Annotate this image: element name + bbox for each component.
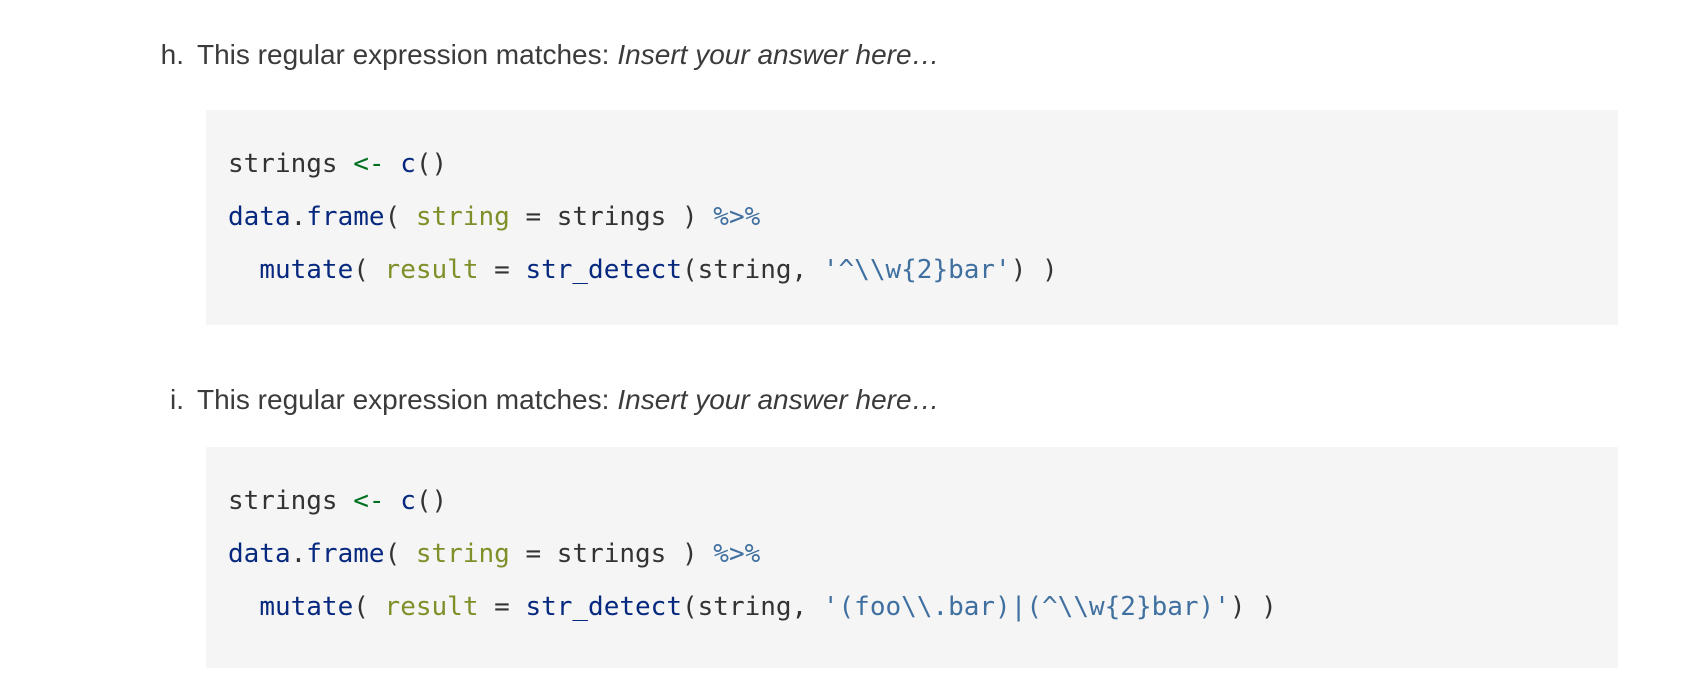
question-item-h: h. This regular expression matches:Inser… bbox=[140, 38, 940, 72]
code-token bbox=[228, 255, 259, 285]
code-token: %>% bbox=[713, 539, 761, 569]
question-item-i: i. This regular expression matches:Inser… bbox=[140, 383, 940, 417]
code-token bbox=[385, 149, 401, 179]
code-token: = bbox=[478, 255, 526, 285]
code-token: strings bbox=[228, 149, 354, 179]
code-token: . bbox=[290, 539, 307, 569]
code-token: ( bbox=[353, 255, 385, 285]
list-marker-i: i. bbox=[170, 384, 184, 415]
code-token: c bbox=[400, 486, 416, 516]
code-token: () bbox=[415, 149, 448, 179]
code-token: '(foo\\.bar)|(^\\w{2}bar)' bbox=[822, 592, 1230, 622]
code-token: frame bbox=[306, 539, 385, 569]
code-token: c bbox=[400, 149, 416, 179]
code-block-i: strings <- c()data.frame( string = strin… bbox=[206, 447, 1618, 668]
code-token: ) ) bbox=[1010, 255, 1058, 285]
answer-placeholder: Insert your answer here… bbox=[617, 39, 940, 70]
answer-placeholder: Insert your answer here… bbox=[617, 384, 940, 415]
code-token: %>% bbox=[713, 202, 761, 232]
code-token: strings bbox=[228, 486, 354, 516]
code-token: = strings ) bbox=[509, 539, 714, 569]
code-token: string bbox=[415, 539, 510, 569]
code-token: <- bbox=[353, 149, 385, 179]
code-token: (string, bbox=[681, 255, 823, 285]
code-token: <- bbox=[353, 486, 385, 516]
code-line: mutate( result = str_detect(string, '^\\… bbox=[228, 244, 1596, 297]
code-token: result bbox=[384, 592, 479, 622]
code-line: mutate( result = str_detect(string, '(fo… bbox=[228, 581, 1596, 634]
question-prompt-text: This regular expression matches: bbox=[197, 384, 610, 415]
code-token: (string, bbox=[681, 592, 823, 622]
code-line: strings <- c() bbox=[228, 475, 1596, 528]
code-token: ( bbox=[384, 539, 416, 569]
code-token: frame bbox=[306, 202, 385, 232]
code-token: data bbox=[228, 202, 291, 232]
code-token: result bbox=[384, 255, 479, 285]
list-marker-h: h. bbox=[160, 39, 184, 70]
code-token bbox=[385, 486, 401, 516]
code-token: ) ) bbox=[1229, 592, 1277, 622]
code-token: = strings ) bbox=[509, 202, 714, 232]
code-token: = bbox=[478, 592, 526, 622]
code-token: ( bbox=[384, 202, 416, 232]
code-token: string bbox=[415, 202, 510, 232]
code-token bbox=[228, 592, 259, 622]
question-prompt: This regular expression matches:Insert y… bbox=[197, 38, 940, 72]
code-token: '^\\w{2}bar' bbox=[822, 255, 1011, 285]
code-token: ( bbox=[353, 592, 385, 622]
question-prompt-text: This regular expression matches: bbox=[197, 39, 610, 70]
code-token: str_detect bbox=[525, 592, 682, 622]
code-token: str_detect bbox=[525, 255, 682, 285]
question-prompt: This regular expression matches:Insert y… bbox=[197, 383, 940, 417]
code-token: mutate bbox=[259, 255, 354, 285]
code-token: () bbox=[415, 486, 448, 516]
code-token: . bbox=[290, 202, 307, 232]
code-token: data bbox=[228, 539, 291, 569]
code-line: strings <- c() bbox=[228, 138, 1596, 191]
code-block-h: strings <- c()data.frame( string = strin… bbox=[206, 110, 1618, 325]
code-line: data.frame( string = strings ) %>% bbox=[228, 528, 1596, 581]
code-line: data.frame( string = strings ) %>% bbox=[228, 191, 1596, 244]
code-token: mutate bbox=[259, 592, 354, 622]
